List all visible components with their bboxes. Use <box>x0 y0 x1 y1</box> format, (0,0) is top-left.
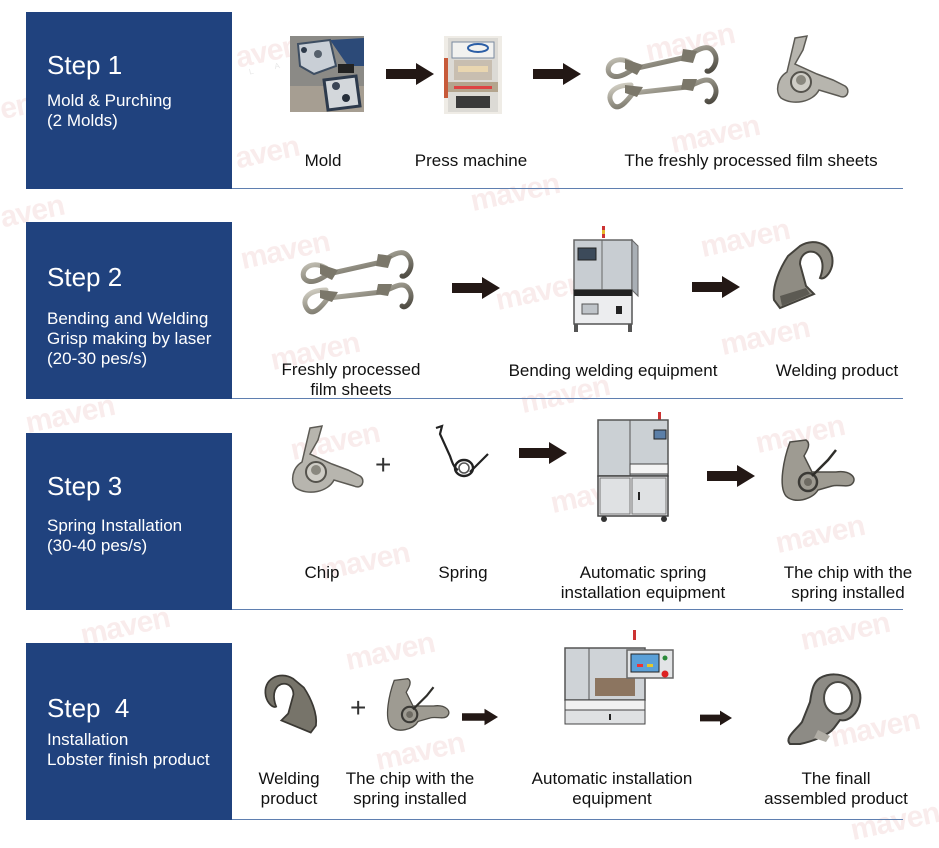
bending-welding-machine-photo-icon <box>573 226 639 332</box>
step-4-box: Step 4 Installation Lobster finish produ… <box>26 643 232 820</box>
chip-photo-icon <box>776 35 849 103</box>
chip-with-spring-photo-icon <box>386 678 450 731</box>
item-caption: The chip with the spring installed <box>783 563 913 602</box>
step-description: Spring Installation (30-40 pes/s) <box>47 516 183 555</box>
chip-photo-icon <box>291 425 364 493</box>
item-caption: Mold <box>304 151 342 170</box>
arrow-right-icon <box>533 63 581 85</box>
item-caption: Automatic installation equipment <box>531 769 693 808</box>
watermark: maven <box>342 626 438 678</box>
step-description: Installation Lobster finish product <box>47 730 210 769</box>
item-caption: Spring <box>438 563 488 582</box>
arrow-right-icon <box>386 63 434 85</box>
step-2-box: Step 2 Bending and Welding Grisp making … <box>26 222 232 399</box>
step-title: Step 2 <box>47 262 123 292</box>
plus-icon: + <box>375 449 392 480</box>
spring-installation-machine-photo-icon <box>597 412 669 522</box>
watermark: maven <box>797 606 893 658</box>
arrow-right-icon <box>707 465 755 487</box>
item-caption: Bending welding equipment <box>508 361 718 380</box>
arrow-right-icon <box>700 710 732 726</box>
lobster-clasp-photo-icon <box>787 673 862 745</box>
step-title: Step 3 <box>47 471 123 501</box>
item-caption: Automatic spring installation equipment <box>560 563 726 602</box>
arrow-right-icon <box>692 276 740 298</box>
watermark: maven <box>772 509 868 561</box>
step-divider <box>232 398 903 399</box>
item-caption: Chip <box>304 563 340 582</box>
item-caption: Welding product <box>775 361 899 380</box>
spring-photo-icon <box>435 424 489 478</box>
step-divider <box>232 609 903 610</box>
item-caption: The chip with the spring installed <box>345 769 475 808</box>
step-divider <box>232 819 903 820</box>
step-title: Step 4 <box>47 693 130 723</box>
step-3-box: Step 3 Spring Installation (30-40 pes/s) <box>26 433 232 610</box>
watermark: maven <box>467 167 563 219</box>
item-caption: Freshly processed film sheets <box>281 360 421 399</box>
welding-product-photo-icon <box>264 674 318 734</box>
step-divider <box>232 188 903 189</box>
press-machine-photo-icon <box>444 36 502 114</box>
arrow-right-icon <box>519 442 567 464</box>
film-sheets-photo-icon <box>300 250 414 315</box>
item-caption: Welding product <box>258 769 320 808</box>
item-caption: The freshly processed film sheets <box>624 151 878 170</box>
step-description: Bending and Welding Grisp making by lase… <box>47 309 212 368</box>
chip-with-spring-photo-icon <box>781 439 855 502</box>
item-caption: Press machine <box>414 151 528 170</box>
step-title: Step 1 <box>47 50 123 80</box>
watermark: maven <box>717 311 813 363</box>
welding-product-photo-icon <box>772 241 834 310</box>
arrow-right-icon <box>462 708 498 726</box>
mold-photo-icon <box>290 36 364 112</box>
installation-machine-photo-icon <box>564 630 674 725</box>
item-caption: The finall assembled product <box>764 769 908 808</box>
plus-icon: + <box>350 692 367 723</box>
arrow-right-icon <box>452 277 500 299</box>
film-sheets-photo-icon <box>605 45 719 110</box>
step-1-box: Step 1 Mold & Purching (2 Molds) <box>26 12 232 189</box>
step-description: Mold & Purching (2 Molds) <box>47 91 172 130</box>
